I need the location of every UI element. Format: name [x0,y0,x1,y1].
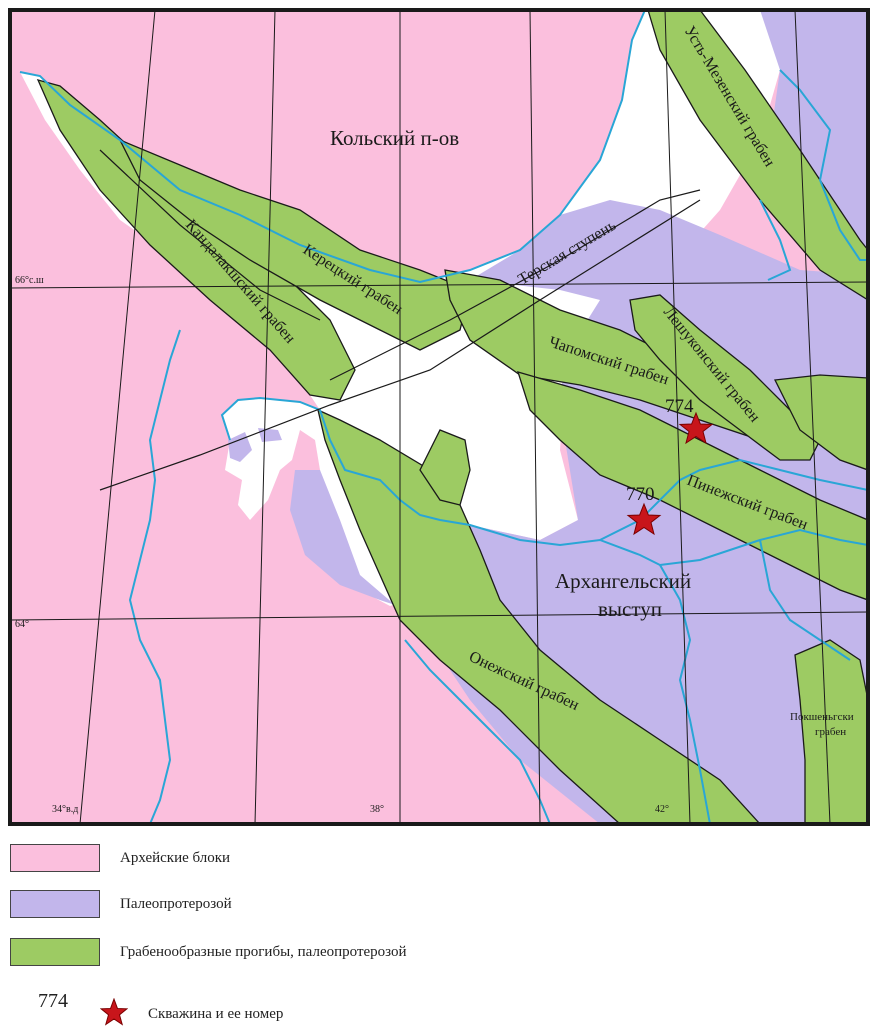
fault-lines [99,149,701,491]
legend-well-number: 774 [38,990,68,1012]
coastline-mezen [779,69,868,261]
river-north-mezen [759,199,792,281]
graben-swatch [10,938,100,966]
graben-leshukonsky [629,294,821,461]
well-770-star-icon [626,502,662,536]
legend-item-graben: Грабенообразные прогибы, палеопротерозой [10,938,407,966]
legend-archean-label: Архейские блоки [120,849,231,866]
graben-ust-mezen [647,10,868,301]
river-dvina [659,564,711,824]
legend-star-icon [100,998,128,1026]
legend-item-well: 774 Скважина и ее номер [10,990,610,1030]
label-pokshengsky-graben-1: Покшеньгски [790,711,854,723]
label-kola-peninsula: Кольский п-ов [330,126,459,150]
label-lon-42: 42° [655,804,669,815]
coastline-south [220,396,868,567]
paleoproterozoic-inlier [228,428,282,462]
graben-onega-spur [419,429,471,506]
graben-pinezhsky [517,371,868,601]
legend-item-paleoproterozoic: Палеопротерозой [10,890,232,918]
legend-paleoproterozoic-label: Палеопротерозой [120,895,232,912]
coordinate-grid [10,10,868,824]
archean-swatch [10,844,100,872]
graben-zones [36,10,868,824]
label-lon-38: 38° [370,804,384,815]
river-onega [128,329,181,824]
geologic-map: Кольский п-ов Терская ступень Усть-Мезен… [8,8,870,826]
label-arkhangelsk-2: выступ [598,597,662,621]
label-lat-64: 64° [15,619,29,630]
graben-keretsky [118,138,471,351]
legend-graben-label: Грабенообразные прогибы, палеопротерозой [120,943,407,960]
paleoproterozoic-onega-west [290,470,395,605]
coastline-kola [19,10,646,284]
well-770-number: 770 [626,484,655,505]
label-pokshengsky-graben-2: грабен [815,726,846,738]
well-774-star-icon [678,411,714,445]
paleoproterozoic-swatch [10,890,100,918]
river-east [759,539,851,661]
graben-pokshengsky [794,639,868,824]
graben-east-strip [774,374,868,471]
well-774-number: 774 [665,396,694,417]
label-arkhangelsk-1: Архангельский [555,569,691,593]
label-lon-34: 34°в.д [52,804,78,815]
legend-well-label: Скважина и ее номер [148,1006,284,1022]
label-lat-66: 66°с.ш [15,275,44,286]
legend-item-archean: Архейские блоки [10,844,230,872]
map-frame [8,8,870,826]
